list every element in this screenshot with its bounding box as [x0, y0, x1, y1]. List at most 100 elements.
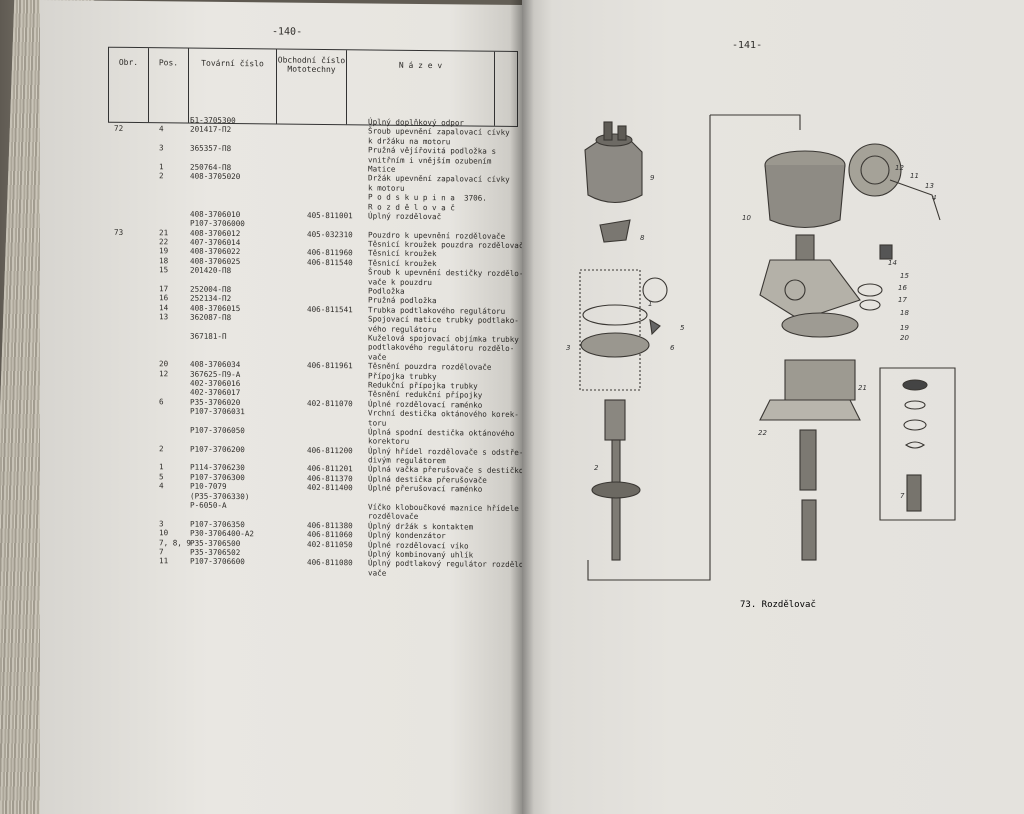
callout-10: 10 — [742, 214, 751, 222]
col-nazev: N á z e v — [347, 50, 495, 126]
cell-obc: 405-811001 — [307, 210, 353, 221]
book-gutter — [510, 0, 534, 814]
cell-naz: Matice — [368, 164, 396, 174]
cell-tov: 408-3706012 — [190, 228, 241, 238]
cell-tov: Б1-3705300 — [190, 115, 236, 126]
cell-naz: Podložka — [368, 286, 405, 296]
right-page-number: -141- — [732, 40, 763, 51]
cell-pos: 3 — [159, 519, 164, 529]
callout-15: 15 — [900, 272, 909, 280]
cell-tov: P107-3706031 — [190, 406, 245, 417]
cell-pos: 6 — [159, 396, 164, 407]
cell-obc: 406-811960 — [307, 248, 353, 258]
cell-pos: 11 — [159, 556, 169, 566]
cell-obc: 406-811380 — [307, 520, 353, 531]
callout-6: 6 — [670, 344, 675, 352]
cell-tov: P107-3706050 — [190, 425, 245, 436]
cell-obc: 402-811400 — [307, 483, 353, 493]
callout-7: 7 — [900, 492, 905, 500]
cell-pos: 21 — [159, 227, 169, 238]
cell-tov: P35-3706500 — [190, 538, 241, 548]
cell-tov: P35-3706020 — [190, 397, 241, 407]
cell-obr: 72 — [114, 124, 124, 134]
cell-naz: k motoru — [368, 183, 405, 193]
callout-3: 3 — [566, 344, 570, 352]
cell-obc: 405-032310 — [307, 229, 353, 239]
cell-pos: 1 — [159, 162, 164, 172]
callout-1: 1 — [648, 300, 652, 308]
cell-obc: 406-811201 — [307, 464, 353, 474]
cell-tov: 408-3706022 — [190, 247, 241, 257]
cell-pos: 18 — [159, 256, 169, 266]
col-tovarni-cislo: Tovární číslo — [189, 48, 277, 124]
cell-pos: 22 — [159, 237, 169, 247]
cell-pos: 4 — [159, 124, 164, 134]
cell-tov: P107-3706350 — [190, 519, 245, 529]
cell-pos: 7 — [159, 547, 164, 557]
cell-naz: toru — [368, 417, 387, 428]
cell-obc: 402-811050 — [307, 539, 353, 549]
cell-tov: P107-3706600 — [190, 556, 245, 567]
cell-tov: 402-3706017 — [190, 387, 241, 398]
cell-obc: 406-811540 — [307, 257, 353, 268]
cell-pos: 12 — [159, 368, 169, 378]
cell-pos: 3 — [159, 143, 164, 153]
cell-obc: 406-811060 — [307, 529, 353, 540]
cell-tov: 365357-П8 — [190, 143, 232, 154]
left-page: -140- Obr. Pos. Tovární číslo Obchodní č… — [40, 0, 522, 814]
cell-obc: 406-811200 — [307, 445, 353, 455]
cell-tov: 408-3706010 — [190, 209, 241, 220]
cell-naz: vače — [368, 352, 387, 362]
cell-tov: P114-3706230 — [190, 463, 245, 473]
callout-4: 4 — [932, 194, 936, 202]
cell-pos: 13 — [159, 312, 169, 322]
callout-14: 14 — [888, 259, 897, 267]
callout-22: 22 — [758, 429, 767, 437]
cell-tov: P107-3706200 — [190, 444, 245, 454]
cell-pos: 7, 8, 9 — [159, 537, 192, 548]
callout-19: 19 — [900, 324, 909, 332]
cell-naz: korektoru — [368, 436, 410, 447]
cell-obc: 402-811070 — [307, 398, 353, 408]
cell-pos: 1 — [159, 462, 164, 472]
callout-12: 12 — [895, 164, 904, 172]
cell-naz: vače — [368, 568, 387, 578]
cell-pos: 17 — [159, 284, 169, 294]
callout-11: 11 — [910, 172, 919, 180]
callout-13: 13 — [925, 182, 934, 190]
callout-18: 18 — [900, 309, 909, 317]
cell-pos: 15 — [159, 265, 169, 275]
callout-16: 16 — [898, 284, 907, 292]
cell-tov: 250764-П8 — [190, 162, 232, 172]
callout-20: 20 — [900, 334, 909, 342]
cell-tov: 367625-П9-A — [190, 369, 241, 379]
cell-tov: P35-3706502 — [190, 547, 241, 558]
col-obr: Obr. — [109, 47, 149, 123]
cell-naz: rozdělovače — [368, 511, 419, 522]
cell-pos: 2 — [159, 171, 164, 181]
cell-pos: 4 — [159, 481, 164, 491]
cell-obc: 406-811080 — [307, 558, 353, 568]
callout-2: 2 — [594, 464, 599, 472]
left-page-number: -140- — [272, 26, 303, 38]
cell-tov: 252004-П8 — [190, 284, 232, 295]
cell-pos: 14 — [159, 303, 169, 313]
cell-tov: 408-3706015 — [190, 303, 241, 313]
cell-pos: 16 — [159, 293, 169, 303]
cell-tov: 402-3706016 — [190, 378, 241, 389]
cell-tov: P-6050-A — [190, 500, 227, 510]
cell-tov: 252134-П2 — [190, 293, 232, 304]
cell-tov: P107-3706000 — [190, 218, 245, 229]
cell-tov: 408-3705020 — [190, 171, 241, 182]
cell-tov: 408-3706025 — [190, 256, 241, 266]
distributor-exploded-diagram: 9 8 1 3 4 5 6 7 10 11 12 13 14 15 16 17 … — [566, 114, 956, 581]
col-obchodni-cislo: Obchodní číslo Mototechny — [277, 49, 347, 125]
cell-tov: 408-3706034 — [190, 359, 241, 370]
callout-5: 5 — [680, 324, 685, 332]
cell-tov: 362087-П8 — [190, 312, 232, 323]
cell-obc: 406-811541 — [307, 304, 353, 315]
callout-9: 9 — [650, 174, 655, 182]
cell-pos: 2 — [159, 443, 164, 453]
cell-pos: 5 — [159, 472, 164, 482]
